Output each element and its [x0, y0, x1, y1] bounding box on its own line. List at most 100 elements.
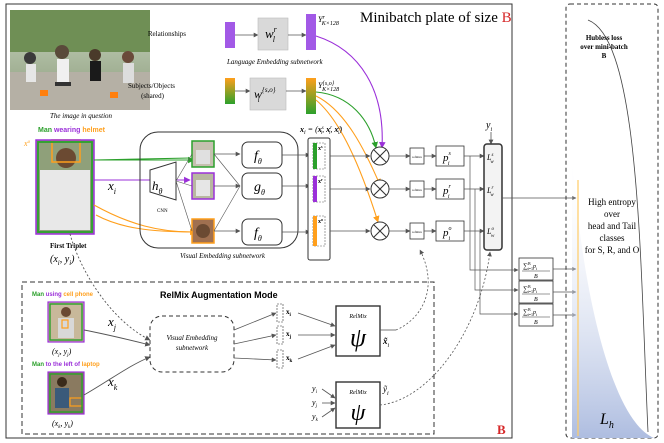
- first-triplet-image: [35, 139, 95, 235]
- plate-corner-b: B: [497, 422, 506, 437]
- w-rel-box: [257, 17, 289, 51]
- relmix-title: RelMix Augmentation Mode: [160, 290, 278, 300]
- hubless-body-1: High entropy: [588, 197, 636, 207]
- svg-text:xk: xk: [286, 354, 293, 364]
- svg-text:B: B: [534, 320, 538, 326]
- softmax-r-label: softmax: [412, 188, 422, 192]
- hubless-title-2: over mini-batch: [580, 43, 628, 51]
- y-so-embedding-bar: [306, 78, 316, 114]
- subjects-objects-label: Subjects/Objects: [128, 82, 175, 90]
- pair-k: (xk, yk): [52, 419, 73, 430]
- x-r-bar: [313, 176, 317, 202]
- first-triplet-caption: First Triplet: [50, 242, 87, 250]
- relmix-yk: yk: [311, 412, 319, 423]
- f-theta-object-box: [241, 218, 283, 246]
- pair-j: (xj, yj): [52, 347, 72, 358]
- multiply-node-s: [370, 146, 390, 166]
- x-r-label: xr: [318, 177, 323, 185]
- subjects-objects-shared: (shared): [141, 92, 165, 100]
- hubless-title-3: B: [602, 52, 607, 60]
- x-o-marker: xo: [23, 139, 31, 148]
- f-theta-subject: fθ: [254, 149, 262, 166]
- language-caption: Language Embedding subnetwork: [226, 58, 324, 66]
- xk-label: xk: [107, 374, 118, 392]
- visual-embedding-box: [139, 131, 299, 249]
- svg-text:∑Bi=1pi: ∑Bi=1pi: [523, 284, 538, 294]
- x-o-bar: [313, 216, 317, 246]
- y-so-label: Y{s,o}K×128: [318, 81, 339, 93]
- relmix-feature-xi: xi: [276, 303, 292, 323]
- multiply-node-r: [370, 179, 390, 199]
- h-theta: hθ: [152, 178, 163, 196]
- softmax-o-label: softmax: [412, 230, 422, 234]
- visual-embedding-caption: Visual Embedding subnetwork: [180, 252, 266, 260]
- relmix-ve-label-2: subnetwork: [176, 344, 209, 352]
- y-tilde: ỹi: [382, 384, 389, 397]
- f-theta-subject-box: [241, 141, 283, 169]
- hubless-distribution: [572, 150, 654, 438]
- svg-text:B: B: [534, 274, 538, 280]
- relmix-psi-top: ψ: [350, 323, 367, 352]
- svg-text:∑Bi=1pi: ∑Bi=1pi: [523, 307, 538, 317]
- svg-text:xi: xi: [286, 308, 292, 318]
- relmix-psi-box-top: [335, 305, 381, 357]
- triplet3-words: Man to the left of laptop: [32, 362, 100, 368]
- hubless-title-1: Hubless loss: [586, 34, 623, 42]
- w-so-symbol: w{s,o}l: [254, 86, 276, 104]
- x-o-label: xo: [318, 217, 323, 225]
- x-s-label: xs: [318, 144, 323, 152]
- x-tilde: x̃i: [382, 336, 390, 349]
- minibatch-plate: [5, 3, 513, 439]
- xj-label: xj: [107, 314, 117, 332]
- relationships-input-bar: [225, 22, 235, 48]
- svg-text:∑Bi=1pi: ∑Bi=1pi: [523, 261, 538, 271]
- loss-column: [483, 143, 503, 251]
- svg-text:xj: xj: [286, 330, 292, 340]
- relmix-psi-label-bottom: RelMix: [348, 390, 367, 396]
- triplet2-words: Man using cell phone: [32, 292, 94, 298]
- relmix-feature-xk: xk: [276, 349, 293, 369]
- f-theta-object: fθ: [254, 226, 262, 243]
- triplet-caption-words: Man wearing helmet: [38, 127, 106, 134]
- first-triplet-pair: (xi, yi): [50, 254, 75, 267]
- hubless-body-2: over: [604, 209, 620, 219]
- relmix-yi: yi: [311, 384, 318, 395]
- relmix-feature-xj: xj: [276, 325, 292, 345]
- x-s-bar: [313, 143, 317, 169]
- photo-caption: The image in question: [50, 112, 113, 120]
- relationships-label: Relationships: [148, 30, 186, 38]
- w-so-box: [249, 77, 287, 111]
- relmix-ve-label-1: Visual Embedding: [166, 334, 218, 342]
- plate-title: Minibatch plate of size B: [360, 10, 512, 26]
- g-theta: gθ: [254, 180, 265, 197]
- relmix-psi-bottom: ψ: [351, 400, 367, 426]
- hubless-panel: [565, 3, 659, 439]
- hubless-body-3: head and Tail: [588, 221, 637, 231]
- roi-crops: [191, 140, 215, 244]
- cnn-trapezoid: [149, 161, 177, 201]
- L-h: Lh: [599, 411, 614, 431]
- multiply-node-o: [370, 221, 390, 241]
- so-input-bar: [225, 78, 235, 104]
- scene-photo: [10, 10, 150, 110]
- hubless-body-5: for S, R, and O: [585, 245, 640, 255]
- yi-label: yi: [485, 120, 492, 133]
- relmix-yj: yj: [311, 398, 318, 409]
- svg-text:B: B: [534, 297, 538, 303]
- y-rel-embedding-bar: [306, 14, 316, 50]
- relmix-box: [21, 281, 435, 435]
- xi-label: xi: [107, 178, 116, 196]
- triplet3-image: [47, 371, 85, 415]
